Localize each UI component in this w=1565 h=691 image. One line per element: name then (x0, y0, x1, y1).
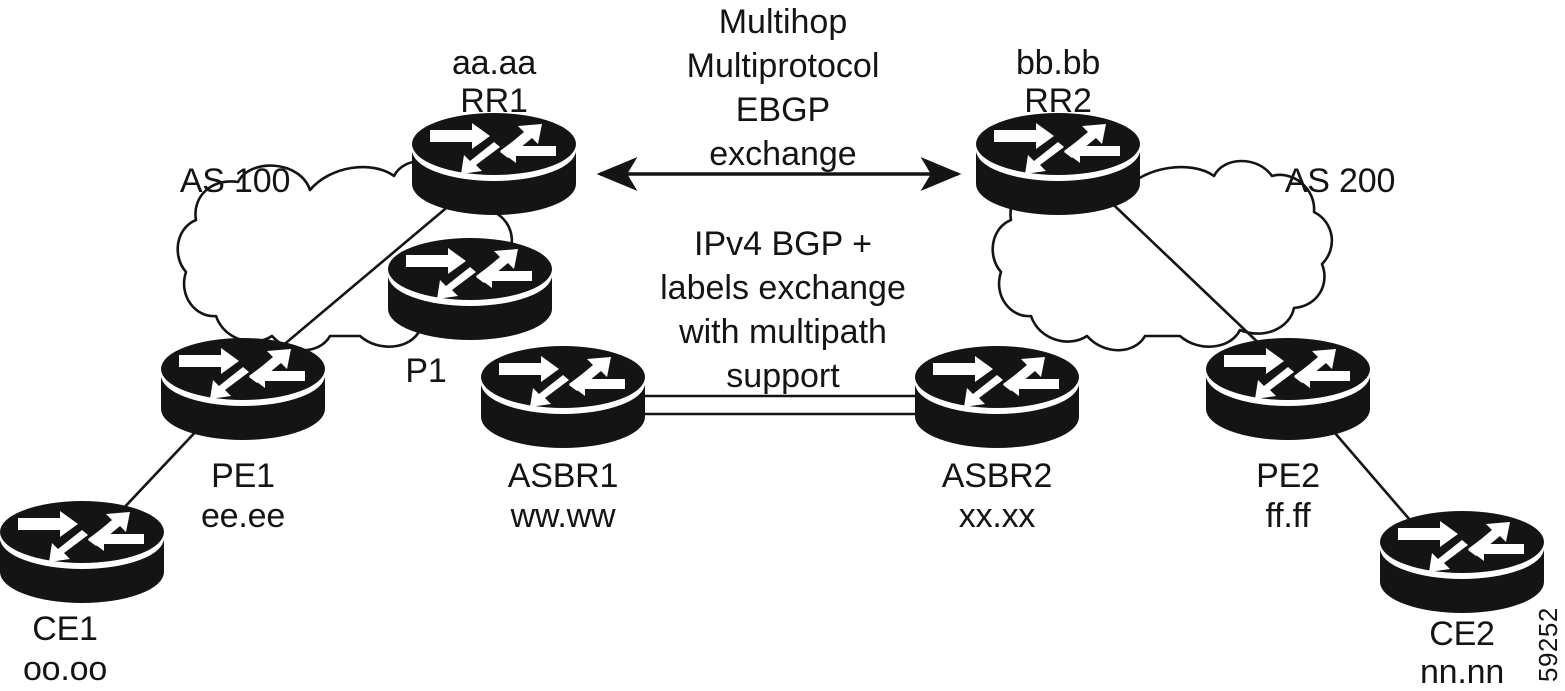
annotation-multihop-ebgp: Multihop Multiprotocol EBGP exchange (686, 3, 880, 173)
node-label-asbr2-name: ASBR2 (941, 457, 1053, 495)
node-label-rr1-rd: aa.aa (451, 44, 537, 82)
as-label-200: AS 200 (1284, 162, 1396, 200)
node-ce2[interactable] (1380, 511, 1544, 613)
node-pe2[interactable] (1206, 338, 1370, 440)
figure-number: 59252 (1533, 607, 1563, 682)
link-rr2-pe2 (1097, 189, 1269, 353)
node-label-ce2-rd: nn.nn (1419, 653, 1505, 691)
node-pe1[interactable] (161, 338, 325, 440)
node-label-rr2-name: RR2 (1024, 82, 1092, 120)
node-label-asbr2-rd: xx.xx (958, 497, 1036, 535)
node-label-rr2-rd: bb.bb (1015, 44, 1101, 82)
node-ce1[interactable] (0, 501, 164, 603)
node-label-p1-name: P1 (405, 352, 447, 390)
node-rr2[interactable] (976, 113, 1140, 215)
node-label-ce2-name: CE2 (1429, 615, 1495, 653)
node-label-pe2-rd: ff.ff (1265, 497, 1311, 535)
node-asbr1[interactable] (481, 346, 645, 448)
node-label-pe2-name: PE2 (1256, 457, 1320, 495)
node-label-ce1-name: CE1 (32, 610, 98, 648)
node-label-ce1-rd: oo.oo (22, 650, 108, 688)
as-label-100: AS 100 (179, 162, 291, 200)
link-rr1-pe1 (267, 187, 471, 359)
node-asbr2[interactable] (915, 346, 1079, 448)
node-label-asbr1-name: ASBR1 (507, 457, 619, 495)
link-asbr1-asbr2 (638, 394, 920, 416)
node-label-asbr1-rd: ww.ww (510, 497, 616, 535)
node-rr1[interactable] (412, 113, 576, 215)
cloud-as200 (991, 159, 1334, 352)
link-pe2-ce2 (1321, 417, 1411, 521)
node-label-pe1-rd: ee.ee (200, 497, 286, 535)
annotation-ipv4-bgp-labels: IPv4 BGP + labels exchange with multipat… (660, 225, 906, 395)
node-p1[interactable] (388, 238, 552, 340)
node-label-pe1-name: PE1 (211, 457, 275, 495)
node-label-rr1-name: RR1 (460, 82, 528, 120)
